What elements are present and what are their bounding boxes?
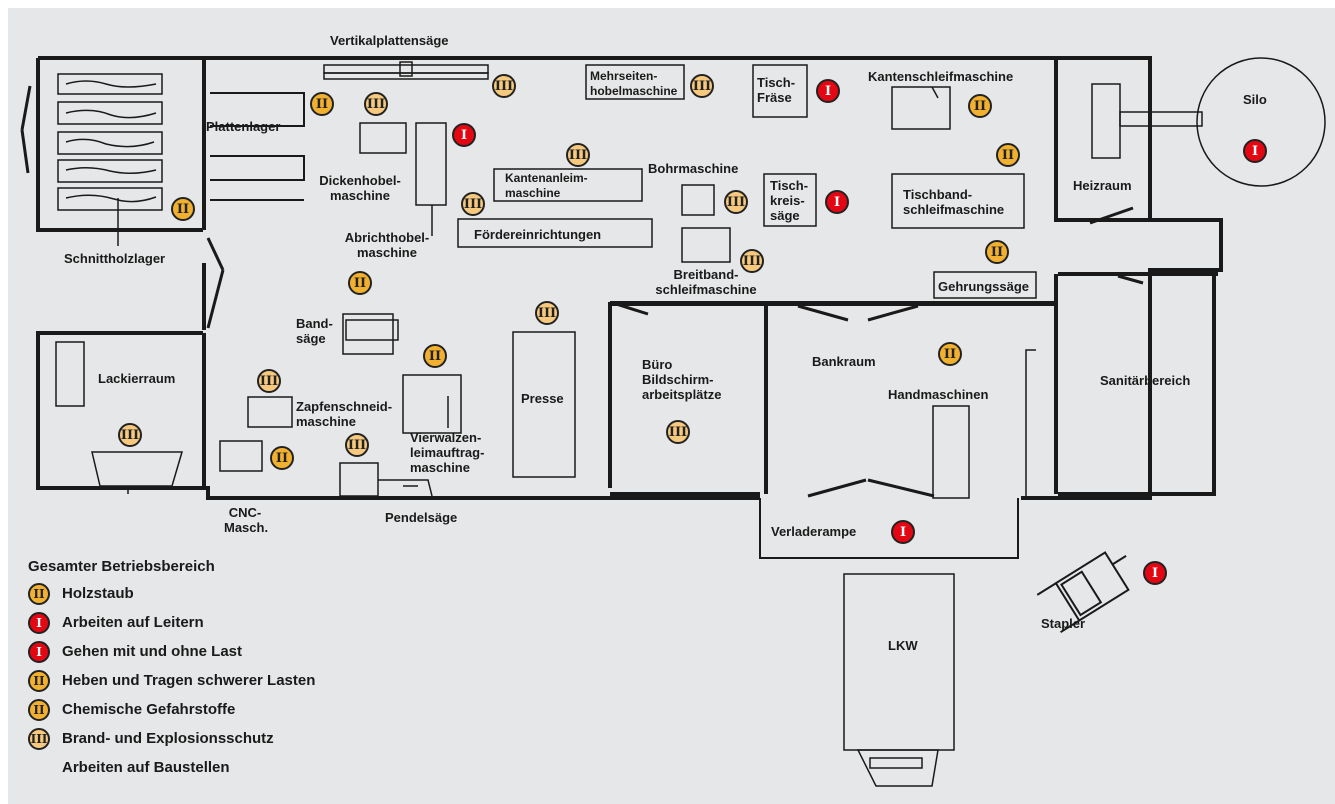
risk-badge-iii: III [666, 420, 690, 444]
label-silo: Silo [1243, 92, 1267, 107]
risk-badge-ii: II [985, 240, 1009, 264]
label-zapfen: Zapfenschneid- maschine [296, 399, 393, 429]
legend-item-label: Chemische Gefahrstoffe [62, 701, 236, 718]
label-heizraum: Heizraum [1073, 178, 1132, 193]
risk-badge-ii: II [171, 197, 195, 221]
lumber-stacks [57, 73, 163, 246]
risk-badge-i: I [1143, 561, 1167, 585]
risk-badge-ii: II [968, 94, 992, 118]
risk-badge-i: I [891, 520, 915, 544]
label-stapler: Stapler [1041, 616, 1086, 631]
risk-badge-ii: II [423, 344, 447, 368]
risk-badge-iii: III [740, 249, 764, 273]
floor-plan: Vertikalplattensäge Mehrseiten- hobelmas… [8, 8, 1335, 804]
label-buero: Büro Bildschirm- arbeitsplätze [642, 357, 722, 402]
label-bankraum: Bankraum [812, 354, 876, 369]
risk-badge-iii: III [492, 74, 516, 98]
label-bohrmaschine: Bohrmaschine [648, 161, 739, 176]
label-sanitaer: Sanitärbereich [1100, 373, 1191, 388]
label-vierwalzen: Vierwalzen- leimauftrag- maschine [410, 430, 485, 475]
risk-badge-iii: III [535, 301, 559, 325]
label-schnittholz: Schnittholzlager [64, 251, 166, 266]
risk-badge-ii: II [270, 446, 294, 470]
label-tischkreissaege: Tisch- kreis- säge [770, 178, 809, 223]
label-pendel: Pendelsäge [385, 510, 458, 525]
legend-item-label: Holzstaub [62, 585, 134, 602]
outer-walls [36, 56, 1223, 500]
risk-badge-ii: II [28, 699, 50, 721]
risk-badge-i: I [1243, 139, 1267, 163]
risk-badge-ii: II [996, 143, 1020, 167]
label-plattenlager: Plattenlager [206, 119, 281, 134]
legend-item-label: Gehen mit und ohne Last [62, 643, 243, 660]
label-gehrung: Gehrungssäge [938, 279, 1030, 294]
risk-badge-iii: III [461, 192, 485, 216]
risk-badge-i: I [28, 641, 50, 663]
label-bandsaege: Band- säge [296, 316, 333, 346]
label-breitband: Breitband- schleifmaschine [655, 267, 757, 297]
label-cnc: CNC- Masch. [224, 505, 269, 535]
label-verladerampe: Verladerampe [771, 524, 857, 539]
risk-badge-iii: III [28, 728, 50, 750]
risk-badge-iii: III [690, 74, 714, 98]
risk-badge-i: I [452, 123, 476, 147]
risk-badge-i: I [825, 190, 849, 214]
label-lackierraum: Lackierraum [98, 371, 176, 386]
label-mehrseiten: Mehrseiten- hobelmaschine [590, 69, 678, 98]
label-abrichthobel: Abrichthobel- maschine [344, 230, 430, 260]
risk-badge-i: I [28, 612, 50, 634]
label-kantenschleif: Kantenschleifmaschine [868, 69, 1014, 84]
label-kantenanleim: Kantenanleim- maschine [505, 171, 588, 200]
label-vertikalplattensaege: Vertikalplattensäge [330, 33, 449, 48]
risk-badge-ii: II [348, 271, 372, 295]
risk-badge-ii: II [28, 670, 50, 692]
risk-badge-iii: III [257, 369, 281, 393]
legend-item-label: Heben und Tragen schwerer Lasten [62, 672, 316, 689]
label-lkw: LKW [888, 638, 918, 653]
legend-title: Gesamter Betriebsbereich [28, 558, 215, 575]
floor-plan-drawing [20, 56, 1326, 787]
risk-badge-iii: III [724, 190, 748, 214]
risk-badge-iii: III [118, 423, 142, 447]
label-tischband: Tischband- schleifmaschine [903, 187, 1005, 217]
label-handmaschinen: Handmaschinen [888, 387, 989, 402]
risk-badge-ii: II [310, 92, 334, 116]
label-presse: Presse [521, 391, 564, 406]
risk-badge-ii: II [938, 342, 962, 366]
label-dickenhobel: Dickenhobel- maschine [319, 173, 401, 203]
risk-badge-iii: III [566, 143, 590, 167]
risk-badge-ii: II [28, 583, 50, 605]
risk-badge-iii: III [364, 92, 388, 116]
risk-badge-i: I [816, 79, 840, 103]
legend-item-label: Arbeiten auf Leitern [62, 614, 204, 631]
risk-badge-iii: III [345, 433, 369, 457]
label-foerder: Fördereinrichtungen [474, 227, 602, 242]
label-tischfraese: Tisch- Fräse [757, 75, 796, 105]
legend-item-label: Arbeiten auf Baustellen [62, 759, 230, 776]
legend-item-label: Brand- und Explosionsschutz [62, 730, 274, 747]
